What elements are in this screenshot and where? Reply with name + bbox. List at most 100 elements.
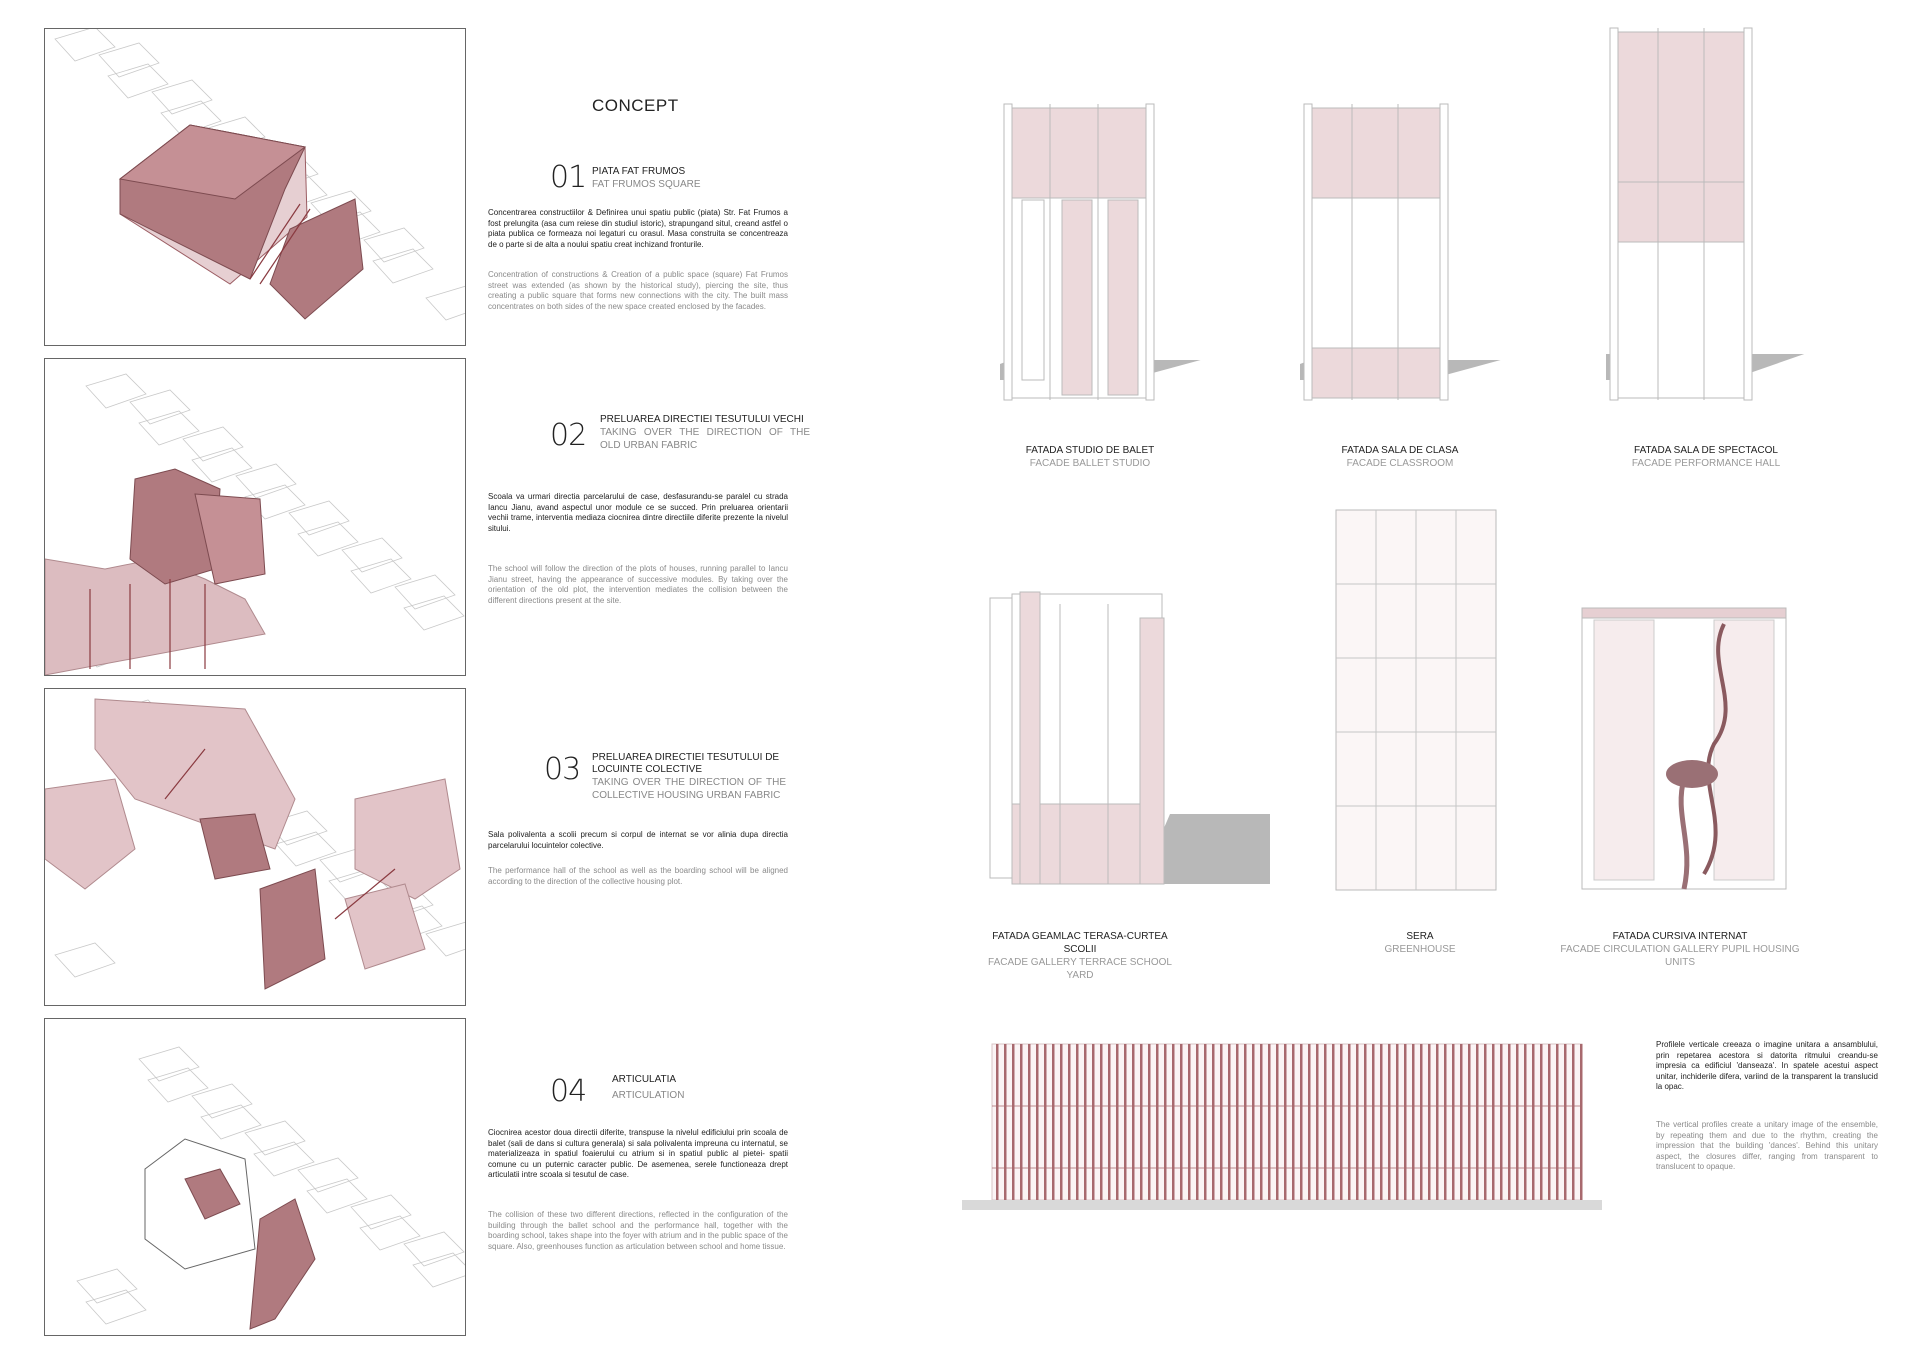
vertical-profile bbox=[1020, 1044, 1023, 1200]
step-text-ro: Scoala va urmari directia parcelarului d… bbox=[488, 492, 788, 533]
context-building bbox=[306, 1178, 368, 1214]
context-building bbox=[403, 1231, 465, 1267]
step-number: 03 bbox=[544, 752, 581, 787]
vertical-profile bbox=[1356, 1044, 1359, 1200]
vertical-profile bbox=[1540, 1044, 1543, 1200]
vertical-profile bbox=[1236, 1044, 1239, 1200]
housing-block bbox=[94, 698, 296, 850]
vertical-profile bbox=[1300, 1044, 1303, 1200]
context-building bbox=[54, 942, 116, 978]
direction-arrow bbox=[164, 748, 206, 800]
vertical-profile bbox=[1212, 1044, 1215, 1200]
context-building bbox=[107, 63, 169, 99]
step-text-ro: Sala polivalenta a scolii precum si corp… bbox=[488, 830, 788, 850]
profiles-text-ro: Profilele verticale creeaza o imagine un… bbox=[1656, 1040, 1878, 1091]
context-building bbox=[275, 831, 337, 867]
vertical-profile bbox=[1044, 1044, 1047, 1200]
vertical-profile bbox=[1436, 1044, 1439, 1200]
vertical-profile bbox=[1156, 1044, 1159, 1200]
vertical-profile bbox=[1380, 1044, 1383, 1200]
diagram-panel-4 bbox=[44, 1018, 466, 1336]
facade-label-en: FACADE PERFORMANCE HALL bbox=[1631, 458, 1781, 469]
school-module-block bbox=[194, 493, 266, 585]
step-text-en: The collision of these two different dir… bbox=[488, 1210, 788, 1251]
context-building bbox=[394, 574, 456, 610]
vertical-profile bbox=[1580, 1044, 1583, 1200]
context-building bbox=[191, 1083, 253, 1119]
facade-label-en: FACADE GALLERY TERRACE SCHOOL YARD bbox=[988, 957, 1172, 981]
boarding-school-mass bbox=[259, 868, 326, 990]
vertical-profile bbox=[1260, 1044, 1263, 1200]
context-building bbox=[297, 521, 359, 557]
vertical-profile bbox=[1220, 1044, 1223, 1200]
elevation-vertical-profiles bbox=[962, 1043, 1602, 1210]
housing-block bbox=[354, 778, 461, 900]
vertical-profile bbox=[1084, 1044, 1087, 1200]
facade-label: FATADA SALA DE SPECTACOL FACADE PERFORMA… bbox=[1586, 444, 1826, 470]
step-text-ro: Concentrarea constructiilor & Definirea … bbox=[488, 208, 788, 249]
context-building bbox=[341, 537, 403, 573]
step-heading: PIATA FAT FRUMOS FAT FRUMOS SQUARE bbox=[592, 166, 802, 191]
vertical-profile bbox=[1276, 1044, 1279, 1200]
facade-greenhouse-drawing bbox=[1335, 509, 1497, 891]
context-building bbox=[138, 410, 200, 446]
facade-label: SERA GREENHOUSE bbox=[1300, 930, 1540, 956]
context-building bbox=[359, 1215, 421, 1251]
vertical-profile bbox=[1188, 1044, 1191, 1200]
context-building bbox=[425, 285, 465, 321]
greenhouse-grid bbox=[1336, 510, 1496, 890]
step-heading: PRELUAREA DIRECTIEI TESUTULUI VECHI TAKI… bbox=[600, 414, 810, 452]
facade-label-ro: FATADA SALA DE CLASA bbox=[1341, 445, 1459, 456]
context-building bbox=[129, 389, 191, 425]
context-building bbox=[147, 1067, 209, 1103]
vertical-profile bbox=[1484, 1044, 1487, 1200]
step-text-ro: Ciocnirea acestor doua directii diferite… bbox=[488, 1128, 788, 1179]
vertical-profile bbox=[1204, 1044, 1207, 1200]
climbing-plant bbox=[1702, 623, 1728, 876]
public-square-area bbox=[249, 1198, 316, 1330]
vertical-profile bbox=[1116, 1044, 1119, 1200]
context-building bbox=[235, 463, 297, 499]
facade-label-en: FACADE CIRCULATION GALLERY PUPIL HOUSING… bbox=[1560, 944, 1800, 968]
facade-label: FATADA STUDIO DE BALET FACADE BALLET STU… bbox=[970, 444, 1210, 470]
vertical-profile bbox=[1164, 1044, 1167, 1200]
vertical-profile bbox=[1148, 1044, 1151, 1200]
vertical-profile bbox=[1428, 1044, 1431, 1200]
vertical-profile bbox=[1396, 1044, 1399, 1200]
context-building bbox=[160, 100, 222, 136]
vertical-profile bbox=[1284, 1044, 1287, 1200]
context-building bbox=[350, 1194, 412, 1230]
direction-arrow bbox=[259, 208, 311, 285]
vertical-profile bbox=[1292, 1044, 1295, 1200]
vertical-profile bbox=[1244, 1044, 1247, 1200]
step-heading: ARTICULATIA ARTICULATION bbox=[612, 1074, 822, 1102]
facade-label-ro: FATADA SALA DE SPECTACOL bbox=[1634, 445, 1778, 456]
step-text-en: Concentration of constructions & Creatio… bbox=[488, 270, 788, 311]
hanging-plant-tendril bbox=[1678, 778, 1690, 890]
vertical-profile bbox=[1468, 1044, 1471, 1200]
vertical-profile bbox=[1068, 1044, 1071, 1200]
vertical-profile bbox=[1420, 1044, 1423, 1200]
vertical-profile bbox=[1028, 1044, 1031, 1200]
direction-arrow bbox=[249, 203, 301, 280]
context-building bbox=[288, 500, 350, 536]
vertical-profile bbox=[1324, 1044, 1327, 1200]
facade-label-ro: FATADA GEAMLAC TERASA-CURTEA SCOLII bbox=[992, 931, 1168, 955]
vertical-profile bbox=[1452, 1044, 1455, 1200]
ground-line bbox=[962, 1200, 1602, 1210]
diagram-panel-1 bbox=[44, 28, 466, 346]
vertical-profile bbox=[1004, 1044, 1007, 1200]
facade-label-ro: SERA bbox=[1406, 931, 1434, 942]
context-building bbox=[253, 1141, 315, 1177]
vertical-profile bbox=[1108, 1044, 1111, 1200]
vertical-profile bbox=[1508, 1044, 1511, 1200]
diagram-panel-2 bbox=[44, 358, 466, 676]
context-building bbox=[412, 1252, 465, 1288]
vertical-profile bbox=[1172, 1044, 1175, 1200]
facade-classroom-drawing bbox=[1300, 103, 1501, 401]
context-building bbox=[85, 373, 147, 409]
diagram-panel-3 bbox=[44, 688, 466, 1006]
performance-hall-mass bbox=[199, 813, 271, 880]
cast-shadow bbox=[1140, 814, 1270, 884]
context-building bbox=[297, 1157, 359, 1193]
